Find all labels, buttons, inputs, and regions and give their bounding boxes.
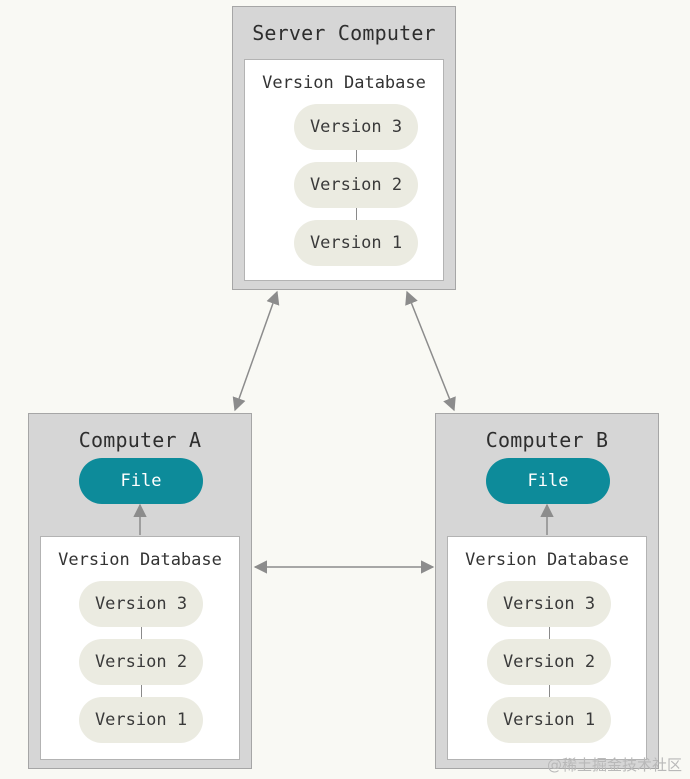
computer-a-version-3: Version 3 (79, 581, 203, 627)
computer-a-title: Computer A (78, 428, 202, 452)
computer-b-version-database: Version Database Version 3 Version 2 Ver… (447, 536, 647, 760)
computer-b-file: File (486, 458, 610, 504)
computer-a: Computer A File Version Database Version… (28, 413, 252, 769)
server-computer-a-arrow (232, 290, 280, 412)
computer-a-version-1: Version 1 (79, 697, 203, 743)
server-version-1: Version 1 (294, 220, 418, 266)
computer-a-version-2: Version 2 (79, 639, 203, 685)
server-version-3: Version 3 (294, 104, 418, 150)
computer-b-title: Computer B (485, 428, 609, 452)
server-computer-b-arrow (405, 290, 456, 412)
computer-a-version-database: Version Database Version 3 Version 2 Ver… (40, 536, 240, 760)
server-version-2: Version 2 (294, 162, 418, 208)
computer-b-version-3: Version 3 (487, 581, 611, 627)
server-computer: Server Computer Version Database Version… (232, 6, 456, 290)
computer-b-version-1: Version 1 (487, 697, 611, 743)
server-db-title: Version Database (262, 73, 426, 93)
watermark: @稀土掘金技术社区 (546, 756, 682, 774)
computer-b: Computer B File Version Database Version… (435, 413, 659, 769)
computer-b-version-2: Version 2 (487, 639, 611, 685)
server-computer-title: Server Computer (252, 21, 436, 45)
server-version-database: Version Database Version 3 Version 2 Ver… (244, 59, 444, 281)
computer-a-db-title: Version Database (58, 550, 222, 570)
computer-a-file: File (79, 458, 203, 504)
computer-b-db-title: Version Database (465, 550, 629, 570)
